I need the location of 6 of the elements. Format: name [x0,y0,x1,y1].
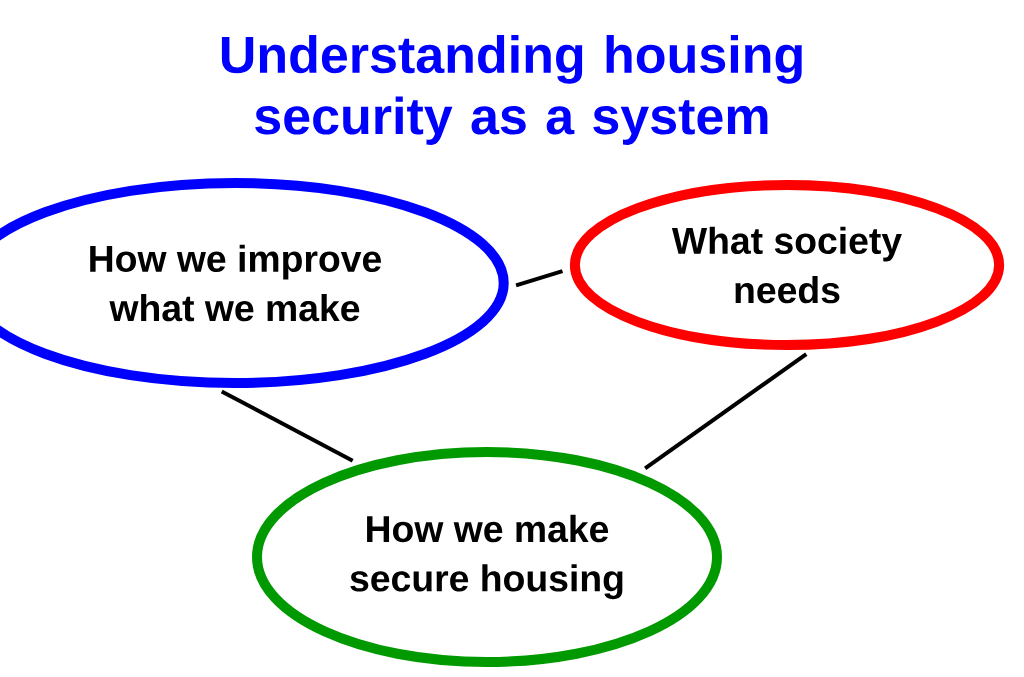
ellipse-node: What society needs [569,180,1005,350]
connector-line [220,389,354,463]
connector-line [643,352,808,470]
title: Understanding housing security as a system [221,35,802,145]
ellipse-node: How we make secure housing [252,447,722,667]
connector-line [515,269,564,288]
